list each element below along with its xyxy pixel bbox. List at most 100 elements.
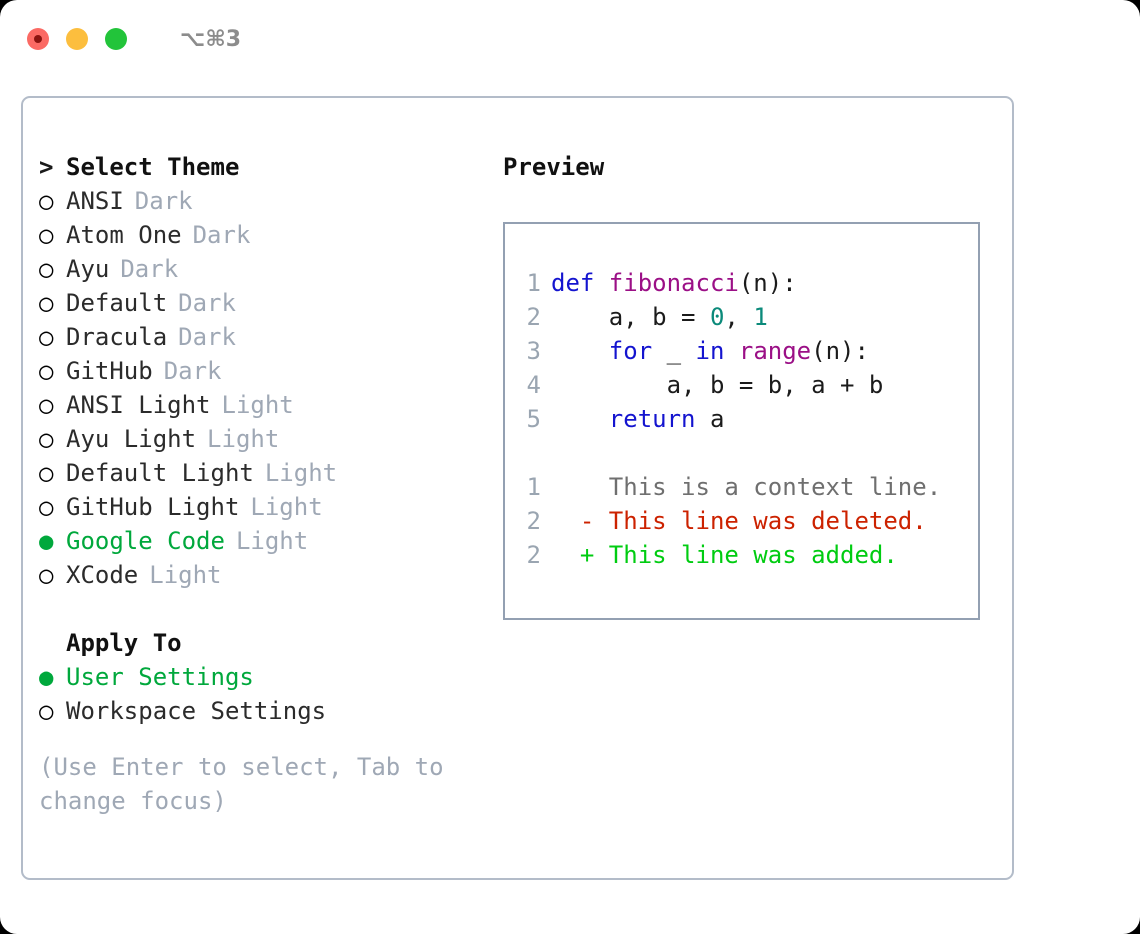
- apply-to-item-1[interactable]: ○ Workspace Settings: [39, 694, 489, 728]
- theme-item-tag: Dark: [134, 187, 193, 215]
- diff-line-content-del: - This line was deleted.: [551, 504, 927, 538]
- diff-sign: -: [551, 507, 595, 535]
- theme-item-label: ANSI: [66, 187, 124, 215]
- code-line: 5 return a: [505, 402, 978, 436]
- theme-item-7[interactable]: ○ Ayu Light Light: [39, 422, 489, 456]
- radio-unselected-icon[interactable]: ○: [39, 323, 54, 351]
- theme-item-tag: Dark: [120, 255, 179, 283]
- code-line-content: for _ in range(n):: [551, 334, 869, 368]
- code-token-plain: a: [695, 405, 725, 433]
- diff-line-content-add: + This line was added.: [551, 538, 898, 572]
- theme-item-label: Ayu: [66, 255, 110, 283]
- diff-line-number: 2: [526, 541, 541, 569]
- code-line: 3 for _ in range(n):: [505, 334, 978, 368]
- theme-item-label: Ayu Light: [66, 425, 197, 453]
- code-token-plain: [551, 405, 609, 433]
- code-line: 4 a, b = b, a + b: [505, 368, 978, 402]
- diff-text: This line was deleted.: [594, 507, 927, 535]
- radio-unselected-icon[interactable]: ○: [39, 697, 54, 725]
- theme-item-tag: Light: [235, 527, 309, 555]
- code-line: 2 a, b = 0, 1: [505, 300, 978, 334]
- diff-line-number: 2: [526, 507, 541, 535]
- cursor-marker-icon: >: [39, 153, 54, 181]
- line-number: 5: [526, 405, 541, 433]
- code-line-content: a, b = b, a + b: [551, 368, 884, 402]
- code-token-kw: def: [551, 269, 609, 297]
- code-diff-spacer: [505, 436, 978, 470]
- diff-line-number: 1: [526, 473, 541, 501]
- theme-item-2[interactable]: ○ Ayu Dark: [39, 252, 489, 286]
- radio-unselected-icon[interactable]: ○: [39, 255, 54, 283]
- maximize-window-icon[interactable]: [105, 28, 127, 50]
- apply-to-marker-icon: [39, 626, 66, 660]
- line-number: 2: [526, 303, 541, 331]
- select-theme-title: Select Theme: [66, 153, 240, 181]
- theme-item-tag: Light: [250, 493, 323, 521]
- diff-text: This is a context line.: [594, 473, 942, 501]
- apply-to-title: Apply To: [66, 629, 182, 657]
- radio-unselected-icon[interactable]: ○: [39, 357, 54, 385]
- radio-unselected-icon[interactable]: ○: [39, 221, 54, 249]
- theme-item-label: ANSI Light: [66, 391, 211, 419]
- keyboard-shortcut-label: ⌥⌘3: [180, 26, 242, 52]
- theme-item-label: Google Code: [66, 527, 225, 555]
- diff-line: 2 + This line was added.: [505, 538, 978, 572]
- theme-item-label: XCode: [66, 561, 139, 589]
- diff-line-content-context: This is a context line.: [551, 470, 941, 504]
- theme-item-0[interactable]: ○ ANSI Dark: [39, 184, 489, 218]
- code-token-plain: _: [652, 337, 696, 365]
- minimize-window-icon[interactable]: [66, 28, 88, 50]
- apply-to-list: ● User Settings ○ Workspace Settings: [39, 660, 489, 728]
- line-number: 4: [526, 371, 541, 399]
- code-token-plain: a, b =: [551, 303, 710, 331]
- theme-item-label: Dracula: [66, 323, 168, 351]
- code-token-num: 1: [753, 303, 768, 331]
- apply-to-item-label: User Settings: [66, 663, 254, 691]
- apply-to-item-0[interactable]: ● User Settings: [39, 660, 489, 694]
- radio-unselected-icon[interactable]: ○: [39, 459, 54, 487]
- apply-to-item-label: Workspace Settings: [66, 697, 327, 725]
- code-token-num: 0: [709, 303, 725, 331]
- code-token-plain: (n):: [811, 337, 869, 365]
- radio-unselected-icon[interactable]: ○: [39, 561, 54, 589]
- code-token-plain: [551, 337, 609, 365]
- apply-to-header: Apply To: [39, 626, 489, 660]
- section-spacer: [39, 592, 489, 626]
- diff-line: 1 This is a context line.: [505, 470, 978, 504]
- code-token-kw: return: [608, 405, 696, 433]
- radio-unselected-icon[interactable]: ○: [39, 425, 54, 453]
- theme-item-10[interactable]: ● Google Code Light: [39, 524, 489, 558]
- radio-unselected-icon[interactable]: ○: [39, 187, 54, 215]
- close-window-icon[interactable]: [27, 28, 49, 50]
- radio-selected-icon[interactable]: ●: [39, 663, 54, 691]
- radio-unselected-icon[interactable]: ○: [39, 493, 54, 521]
- code-token-kw: in: [695, 337, 725, 365]
- line-number: 1: [526, 269, 541, 297]
- theme-item-tag: Light: [207, 425, 280, 453]
- code-token-plain: [724, 337, 738, 365]
- code-token-kw: for: [608, 337, 653, 365]
- diff-sign: [551, 473, 594, 501]
- diff-sample: 1 This is a context line. 2 - This line w…: [505, 470, 978, 572]
- theme-item-tag: Light: [264, 459, 338, 487]
- radio-selected-icon[interactable]: ●: [39, 527, 54, 555]
- radio-unselected-icon[interactable]: ○: [39, 289, 54, 317]
- code-token-fn: range: [738, 337, 812, 365]
- theme-item-label: Atom One: [66, 221, 182, 249]
- radio-unselected-icon[interactable]: ○: [39, 391, 54, 419]
